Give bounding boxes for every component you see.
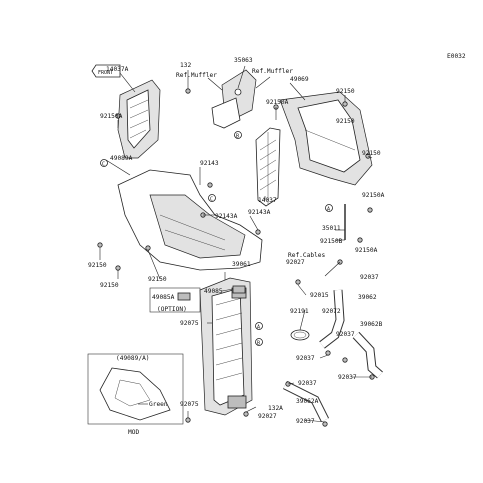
radiator-grille-14037 (255, 127, 281, 207)
svg-text:FRONT: FRONT (98, 70, 113, 76)
svg-text:A: A (327, 207, 330, 213)
shroud-49069 (279, 91, 373, 186)
hose-39062 (319, 289, 345, 349)
label-92150a-right: 92150A (362, 192, 385, 199)
bracket-35063 (211, 69, 257, 129)
marker-a-upper: A (325, 204, 333, 213)
label-92150a-right2: 92150A (355, 247, 378, 254)
label-39062b: 39062B (360, 321, 383, 328)
radiator-cap-49085 (232, 285, 246, 294)
label-92037-b: 92037 (336, 331, 355, 338)
label-49085a: 49085A (152, 294, 175, 301)
shroud-bracket-14037a (117, 79, 161, 159)
label-92191: 92191 (290, 308, 309, 315)
marker-b-upper: B (234, 131, 242, 140)
label-92143a-a: 92143A (215, 213, 238, 220)
label-35011: 35011 (322, 225, 341, 232)
svg-text:A: A (257, 325, 260, 331)
label-92075-b: 92075 (180, 401, 199, 408)
label-92150-f: 92150 (148, 276, 167, 283)
label-92027-top: 92027 (286, 259, 305, 266)
label-ref-muffler-left: Ref.Muffler (176, 72, 217, 79)
label-132a: 132A (268, 405, 283, 412)
label-92150a-left: 92150A (100, 113, 123, 120)
label-92150-e: 92150 (100, 282, 119, 289)
svg-text:C: C (210, 197, 213, 203)
label-14037a: 14037A (106, 66, 129, 73)
svg-text:B: B (236, 134, 239, 140)
marker-a-lower: A (255, 322, 263, 331)
mod-inset (87, 353, 184, 425)
label-ref-cables: Ref.Cables (288, 252, 326, 259)
label-39062: 39062 (358, 294, 377, 301)
label-92150b: 92150B (320, 238, 343, 245)
label-49085: 49085 (204, 288, 223, 295)
label-132-top: 132 (180, 62, 191, 69)
label-49089a: 49089A (110, 155, 133, 162)
label-92150a-mid: 92150A (266, 99, 289, 106)
label-92037-e: 92037 (298, 380, 317, 387)
label-92072: 92072 (322, 308, 341, 315)
hose-39062a (282, 380, 330, 423)
svg-text:C: C (102, 162, 105, 168)
label-92150-c: 92150 (362, 150, 381, 157)
label-option: (OPTION) (157, 306, 187, 313)
label-92143a-b: 92143A (248, 209, 271, 216)
label-49069: 49069 (290, 76, 309, 83)
label-ref-muffler-right: Ref.Muffler (252, 68, 293, 75)
svg-text:B: B (257, 341, 260, 347)
leader-lines (99, 65, 373, 423)
fastener-icons (97, 88, 375, 427)
label-39061: 39061 (232, 261, 251, 268)
label-92143: 92143 (200, 160, 219, 167)
label-green: Green (149, 401, 168, 408)
label-92027-b: 92027 (258, 413, 277, 420)
label-92150-a: 92150 (336, 88, 355, 95)
marker-b-lower: B (255, 338, 263, 347)
label-mod: MOD (128, 429, 139, 436)
label-mod-header: (49089/A) (116, 355, 150, 362)
front-arrow-icon: FRONT (91, 64, 121, 78)
label-92037-a: 92037 (360, 274, 379, 281)
hose-39062b (352, 331, 383, 379)
label-92150-d: 92150 (88, 262, 107, 269)
label-35063: 35063 (234, 57, 253, 64)
diagram-id: E0032 (447, 53, 466, 60)
label-92037-f: 92037 (296, 418, 315, 425)
label-92037-d: 92037 (338, 374, 357, 381)
label-92075-a: 92075 (180, 320, 199, 327)
marker-c-upper: C (100, 159, 108, 168)
label-92150-b: 92150 (336, 118, 355, 125)
label-92037-c: 92037 (296, 355, 315, 362)
marker-c-lower: C (208, 194, 216, 203)
shroud-49089a (117, 169, 263, 271)
label-92015: 92015 (310, 292, 329, 299)
radiator (199, 277, 253, 416)
clamp-92072 (290, 329, 310, 341)
label-14037: 14037 (258, 197, 277, 204)
label-39062a: 39062A (296, 398, 319, 405)
option-box (149, 287, 201, 313)
